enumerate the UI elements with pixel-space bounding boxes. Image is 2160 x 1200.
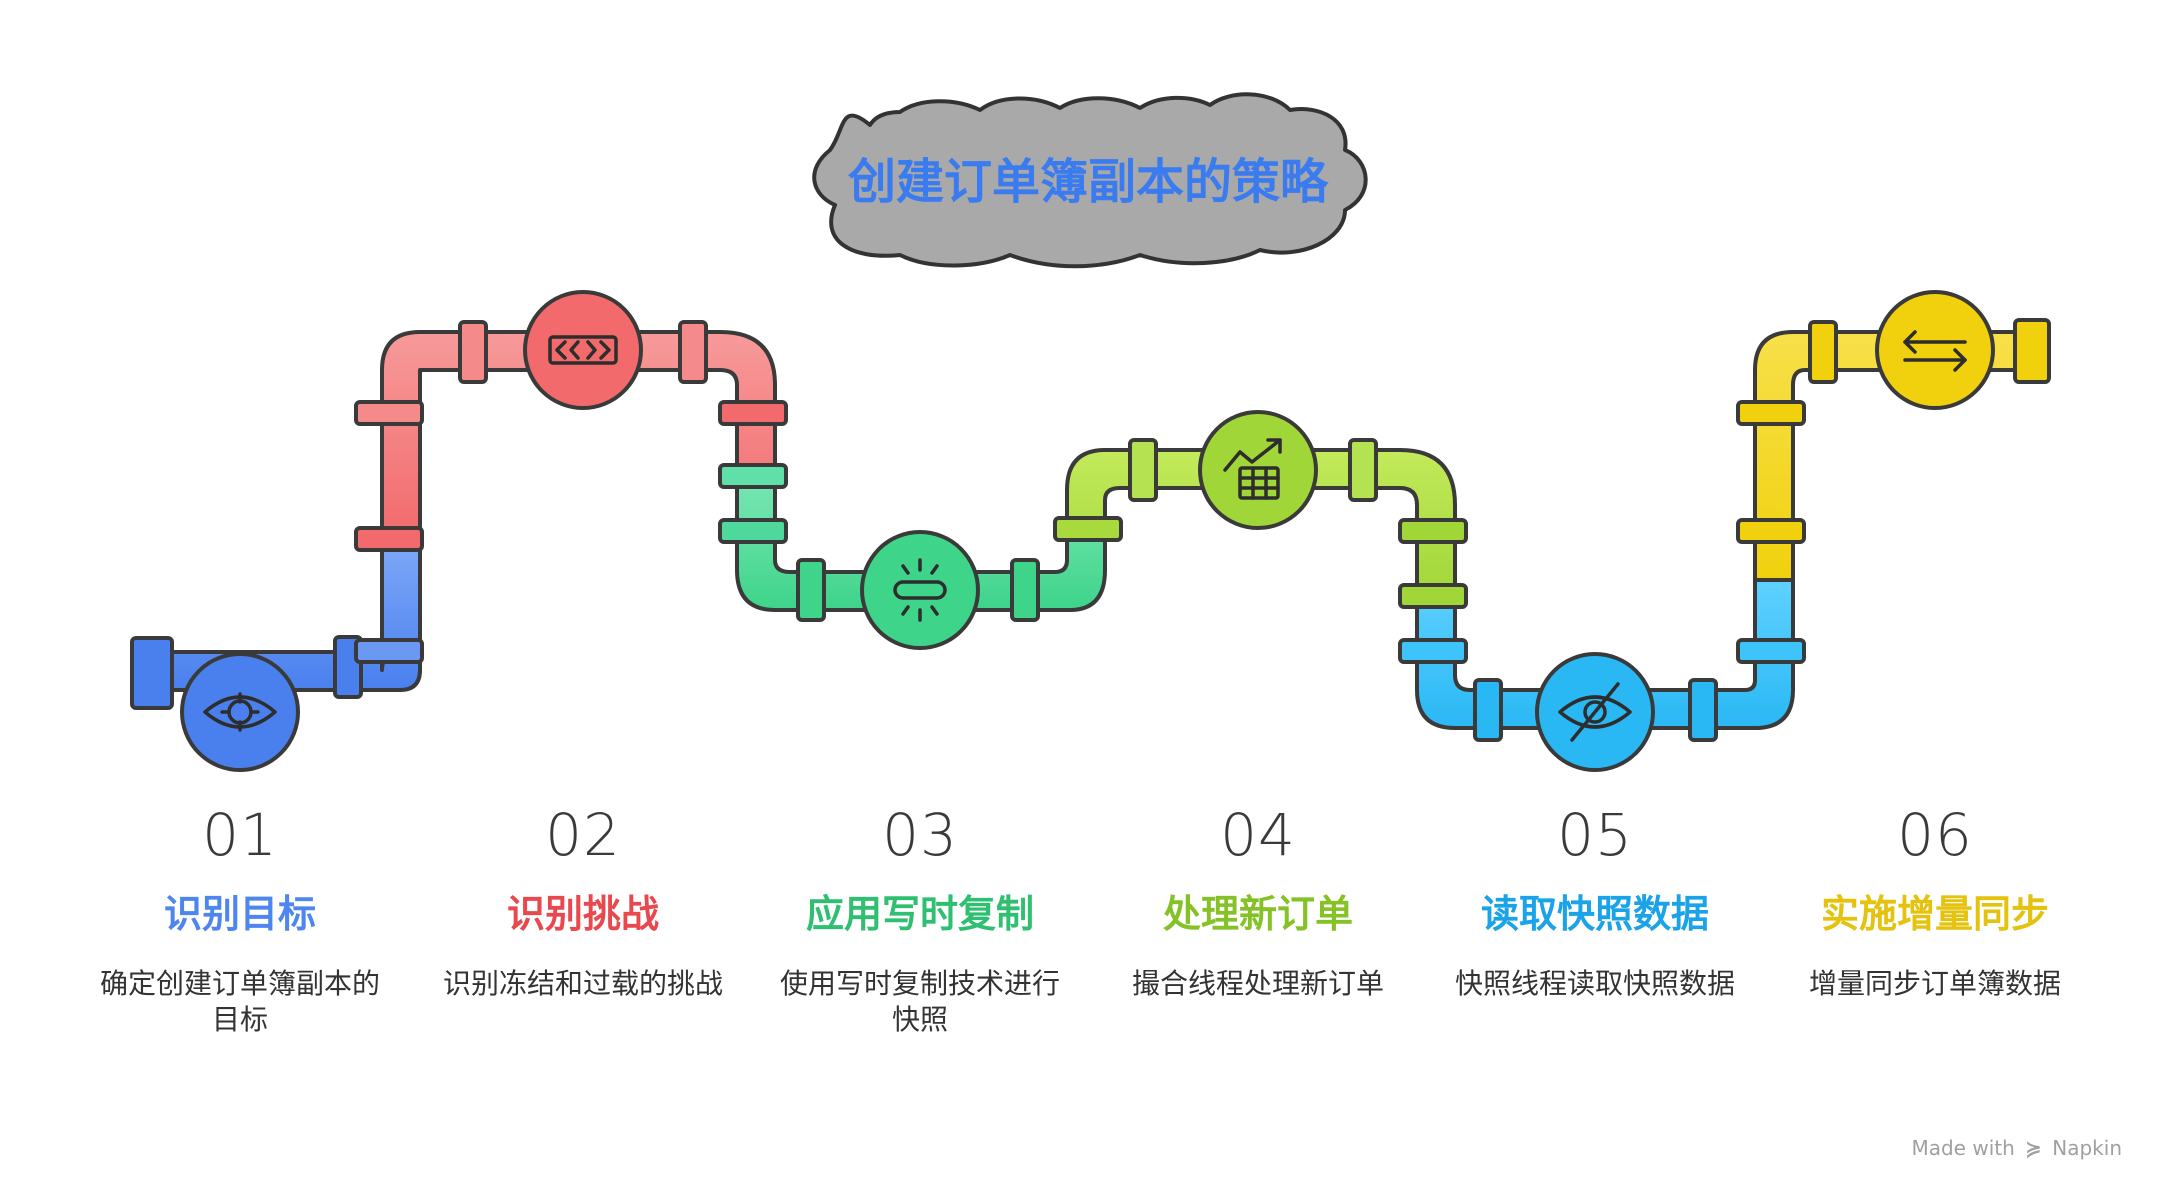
napkin-watermark[interactable]: Made with ≽ Napkin: [1911, 1136, 2122, 1160]
step-06: 06 实施增量同步 增量同步订单簿数据: [1785, 806, 2085, 1002]
pipe-segment-01: [143, 538, 422, 692]
watermark-prefix: Made with: [1911, 1136, 2015, 1160]
step-number: 03: [882, 801, 958, 869]
node-04: [1198, 410, 1318, 530]
step-description: 使用写时复制技术进行快照: [779, 966, 1060, 1036]
watermark-brand: Napkin: [2052, 1136, 2122, 1160]
step-title: 读取快照数据: [1480, 892, 1709, 936]
step-01: 01 识别目标 确定创建订单簿副本的目标: [90, 806, 390, 1037]
node-06: [1875, 290, 1995, 410]
pipe-flange: [2013, 318, 2051, 384]
node-01: [180, 652, 300, 772]
node-03: [860, 530, 980, 650]
napkin-logo-icon: ≽: [2025, 1136, 2042, 1160]
step-description: 识别冻结和过载的挑战: [442, 966, 723, 1000]
eye-slash-icon: [1558, 682, 1632, 742]
code-arrows-icon: [548, 335, 618, 365]
step-05: 05 读取快照数据 快照线程读取快照数据: [1445, 806, 1745, 1002]
swap-arrows-icon: [1903, 330, 1967, 372]
step-number: 04: [1220, 801, 1296, 869]
title-cloud: [812, 92, 1368, 269]
step-title: 识别挑战: [506, 892, 659, 936]
step-description: 快照线程读取快照数据: [1454, 966, 1735, 1000]
step-number: 05: [1557, 801, 1633, 869]
eye-target-icon: [203, 692, 277, 732]
pipe-couplings: [333, 320, 1838, 742]
pipe-segment-02: [380, 330, 777, 542]
chart-table-icon: [1223, 438, 1282, 500]
step-number: 06: [1897, 801, 1973, 869]
step-04: 04 处理新订单 撮合线程处理新订单: [1108, 806, 1408, 1002]
step-02: 02 识别挑战 识别冻结和过载的挑战: [433, 806, 733, 1002]
step-title: 识别目标: [163, 892, 316, 936]
diagram-title: 创建订单簿副本的策略: [848, 154, 1329, 210]
node-02: [523, 290, 643, 410]
step-description: 撮合线程处理新订单: [1131, 966, 1384, 1000]
step-description: 确定创建订单簿副本的目标: [99, 966, 380, 1036]
step-03: 03 应用写时复制 使用写时复制技术进行快照: [770, 806, 1070, 1037]
pipe-flange: [130, 636, 174, 710]
step-number: 01: [202, 801, 278, 869]
capsule-icon: [893, 558, 947, 622]
step-title: 实施增量同步: [1820, 892, 2049, 936]
step-title: 应用写时复制: [805, 892, 1034, 936]
step-title: 处理新订单: [1162, 892, 1353, 936]
step-number: 02: [545, 801, 621, 869]
step-description: 增量同步订单簿数据: [1808, 966, 2061, 1000]
